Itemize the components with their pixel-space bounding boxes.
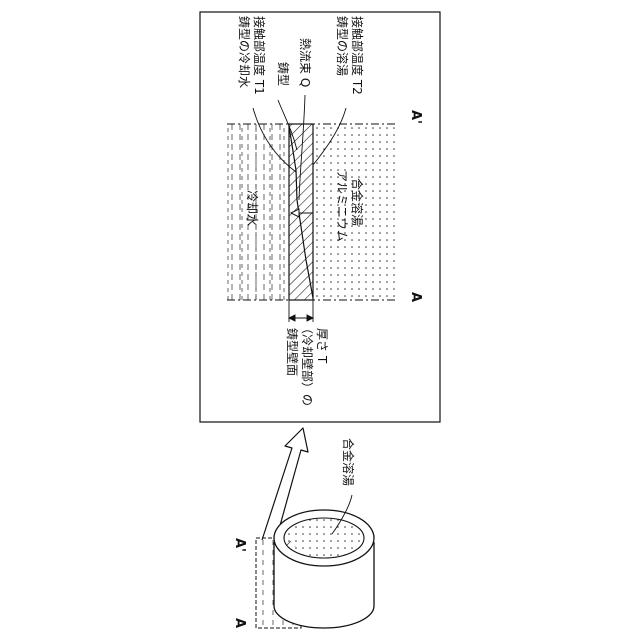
label-thickness-line1: 鋳型壁面 xyxy=(285,328,300,376)
section-marker-a-detail: A xyxy=(408,292,423,302)
section-marker-a-prime-cylinder: A' xyxy=(232,538,247,552)
thickness-dimension xyxy=(289,300,313,322)
label-t2-line2: 接触部温度 T2 xyxy=(350,16,365,95)
label-alloy-melt-3d: 合金溶湯 xyxy=(341,438,356,486)
label-thickness-line2: （冷却壁部）の xyxy=(300,322,315,406)
label-cooling-water: 冷却水 xyxy=(245,190,259,226)
label-t1-line1: 鋳型の冷却水 xyxy=(237,16,251,88)
label-heat-flux: 熱流束 Q xyxy=(298,38,312,87)
label-aluminum-line1: アルミニウム xyxy=(335,170,349,242)
label-t1-line2: 接触部温度 T1 xyxy=(252,16,267,95)
label-aluminum-line2: 合金溶湯 xyxy=(350,178,365,226)
label-mold: 鋳型 xyxy=(276,62,290,86)
section-marker-a-cylinder: A xyxy=(232,618,247,628)
label-thickness-line3: 厚さ T xyxy=(315,328,329,364)
section-marker-a-prime-detail: A' xyxy=(408,110,423,124)
label-t2-line1: 鋳型の溶湯 xyxy=(335,16,350,76)
